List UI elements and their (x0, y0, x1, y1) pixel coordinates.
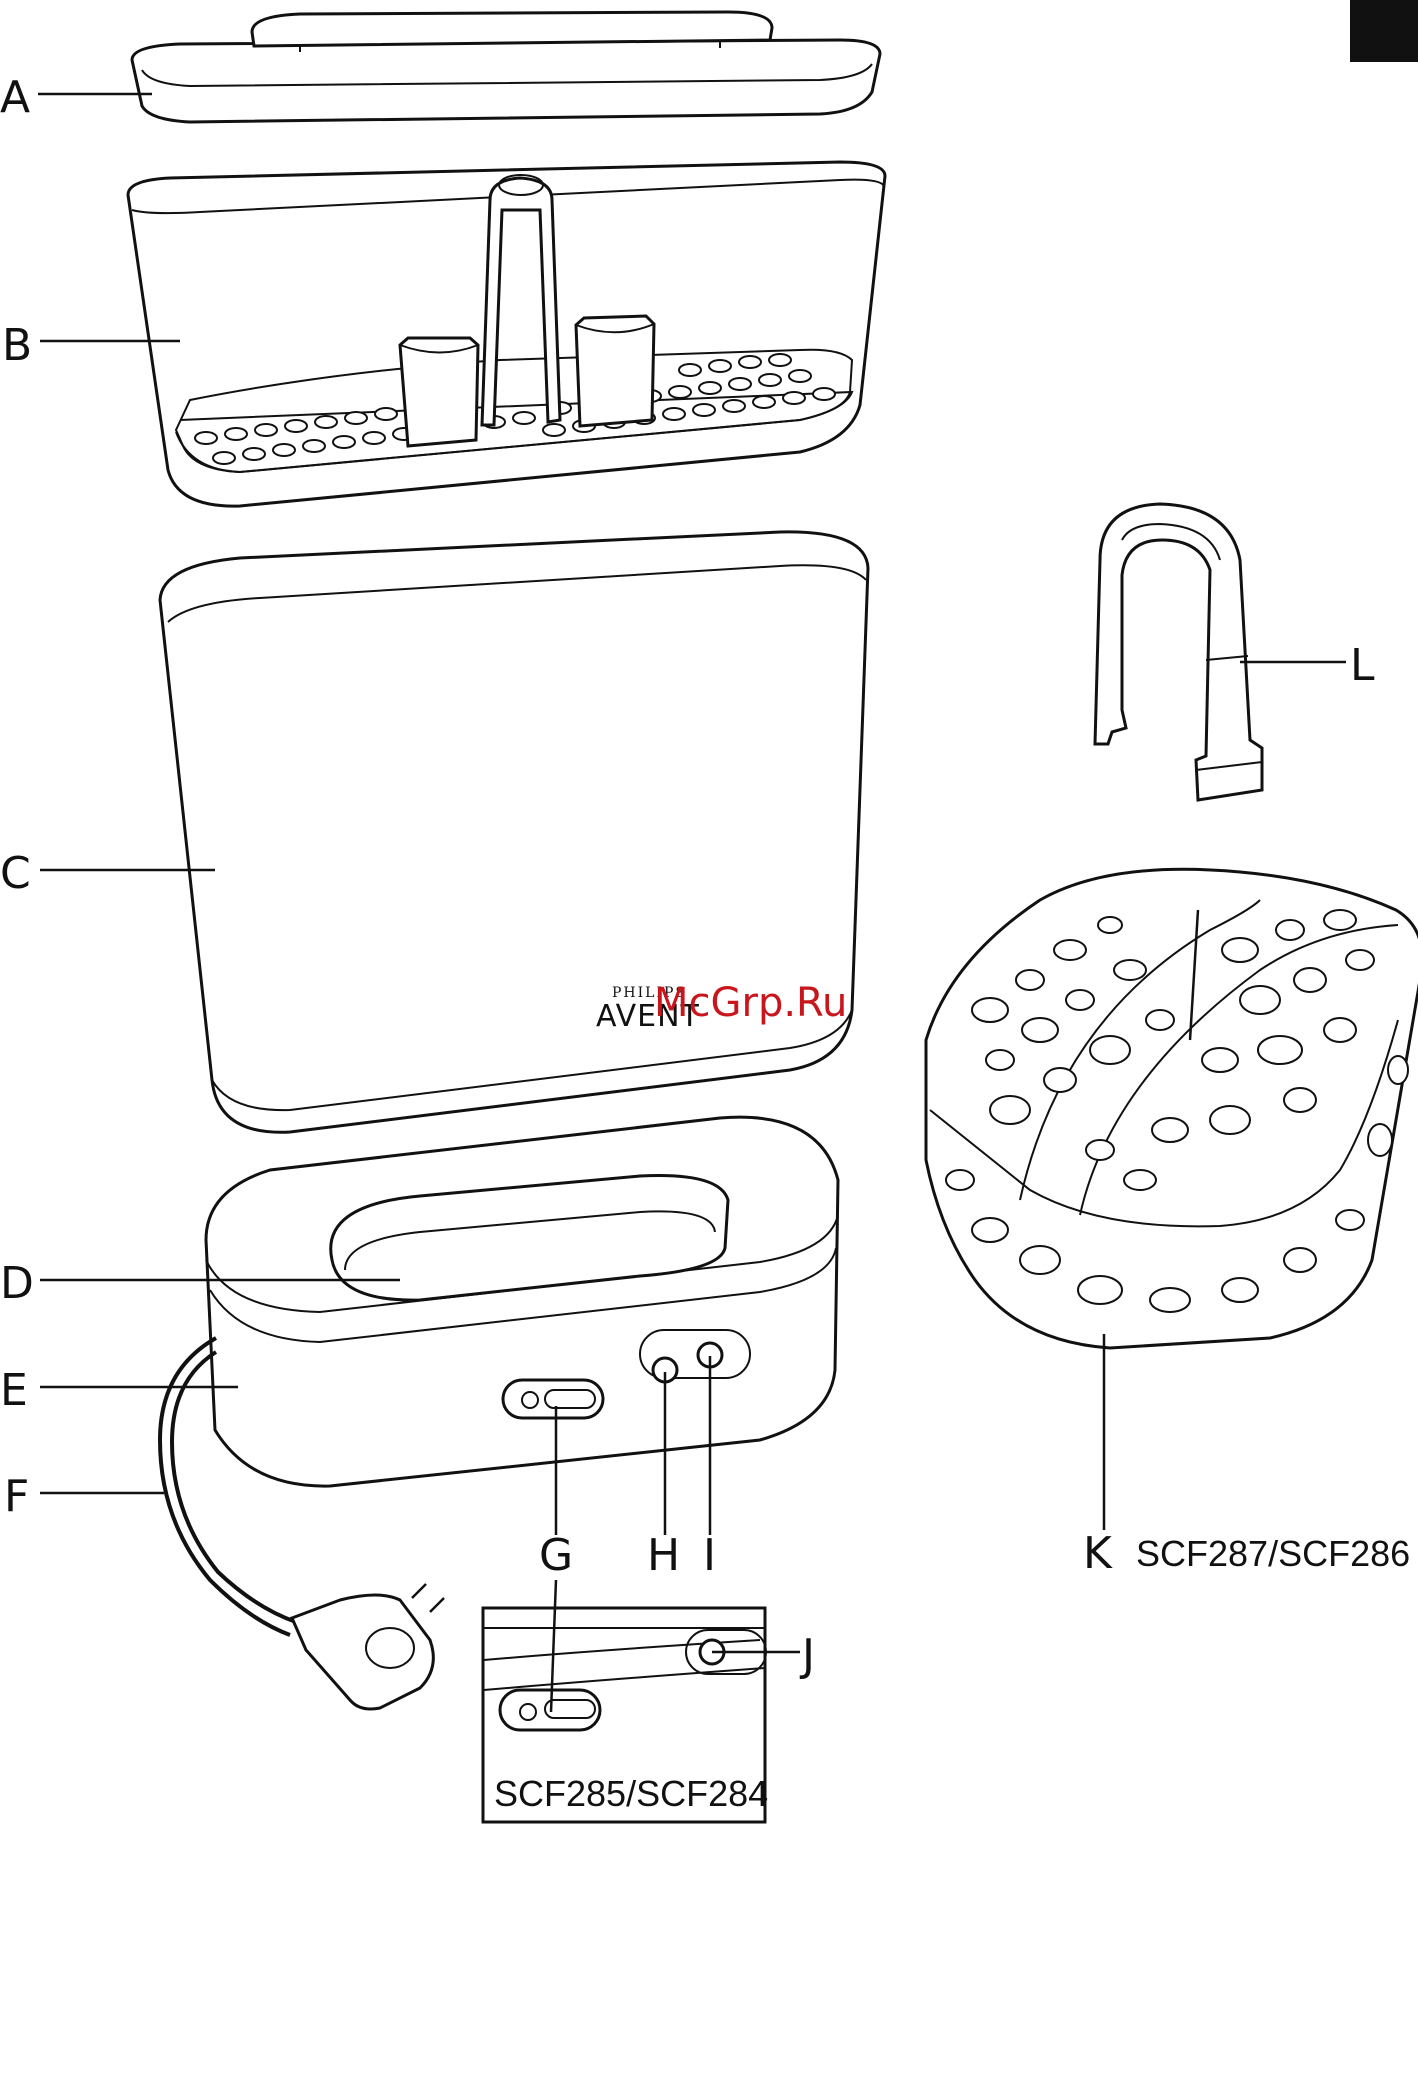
watermark: McGrp.Ru (654, 980, 847, 1026)
label-h: H (647, 1530, 680, 1581)
caption-inset-model: SCF285/SCF284 (494, 1773, 768, 1814)
caption-model-k: SCF287/SCF286 (1136, 1533, 1410, 1574)
label-k: K (1083, 1528, 1113, 1579)
label-j: J (799, 1630, 815, 1681)
label-i: I (703, 1530, 716, 1581)
part-b-basket (128, 162, 885, 506)
label-d: D (0, 1258, 34, 1309)
part-l-tongs (1095, 504, 1262, 800)
part-a-lid (132, 12, 880, 122)
part-c-container: PHILIPS AVENT (160, 532, 868, 1132)
part-d-e-base (206, 1117, 838, 1486)
mains-plug (292, 1595, 433, 1709)
label-g: G (539, 1530, 573, 1581)
label-f: F (4, 1471, 29, 1522)
power-switch[interactable] (503, 1380, 603, 1418)
label-l: L (1350, 640, 1375, 691)
label-a: A (0, 72, 30, 123)
page-corner-tab (1350, 0, 1418, 62)
label-c: C (0, 848, 31, 899)
label-e: E (0, 1365, 28, 1416)
label-b: B (2, 320, 32, 371)
part-k-dishwasher-basket (926, 869, 1418, 1348)
